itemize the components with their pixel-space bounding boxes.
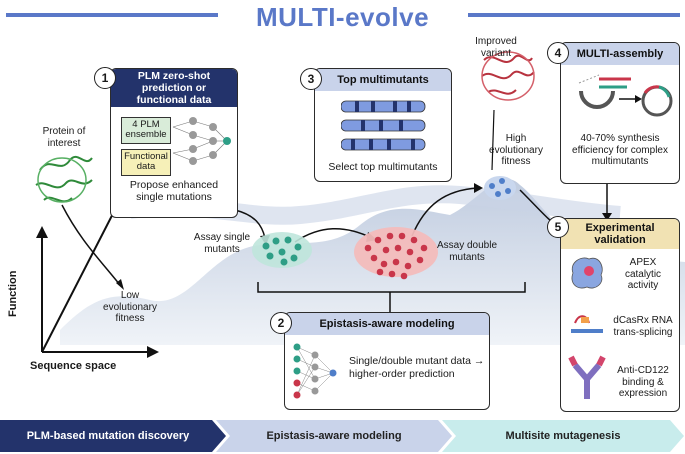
- step1-caption: Propose enhanced single mutations: [129, 179, 219, 204]
- multimutant-sequences-icon: [341, 100, 426, 151]
- assay-double-label: Assay double mutants: [436, 240, 498, 263]
- x-axis-label: Sequence space: [30, 360, 117, 372]
- step2-caption: Single/double mutant data → higher-order…: [349, 355, 485, 381]
- banner-segment-2: [216, 420, 452, 452]
- y-axis-label: Function: [7, 270, 19, 317]
- apex-enzyme-icon: [571, 257, 603, 289]
- step3-title: Top multimutants: [315, 69, 451, 91]
- epistasis-network-icon: [293, 343, 337, 399]
- page-title: MULTI-evolve: [255, 2, 430, 32]
- bottom-banner: [0, 420, 684, 452]
- double-mutant-dots: [364, 232, 428, 280]
- step3-panel: Top multimutants Select top multimutants: [314, 68, 452, 182]
- step1-title: PLM zero-shot prediction or functional d…: [111, 69, 237, 107]
- improved-variant-structure-icon: [481, 51, 535, 101]
- step5-title: Experimental validation: [561, 219, 679, 249]
- validation-item-apex: APEX catalytic activity: [624, 257, 662, 291]
- z-axis: [41, 195, 123, 353]
- step3-caption: Select top multimutants: [328, 161, 438, 173]
- banner-segment-1: [0, 420, 226, 452]
- plm-ensemble-box: 4 PLM ensemble: [121, 117, 171, 144]
- title-bar-right: [468, 13, 680, 17]
- arrow-double-to-top: [411, 187, 479, 237]
- step5-panel: Experimental validation APEX catalytic a…: [560, 218, 680, 412]
- step5-badge: 5: [547, 216, 569, 238]
- low-fitness-label: Low evolutionary fitness: [103, 290, 157, 324]
- step3-badge: 3: [300, 68, 322, 90]
- validation-icons: [568, 257, 606, 399]
- top-multimutant-dots: [489, 178, 511, 197]
- banner-segment-3: [442, 420, 684, 452]
- step2-badge: 2: [270, 312, 292, 334]
- banner-label-1: PLM-based mutation discovery: [26, 430, 190, 442]
- step4-title: MULTI-assembly: [561, 43, 679, 65]
- step4-badge: 4: [547, 42, 569, 64]
- validation-item-dcasrx: dCasRx RNA trans-splicing: [613, 315, 673, 338]
- step4-caption: 40-70% synthesis efficiency for complex …: [572, 133, 668, 167]
- step4-panel: MULTI-assembly 40-70% synthesis efficien…: [560, 42, 680, 184]
- step1-badge: 1: [94, 67, 116, 89]
- single-mutant-dots: [262, 236, 302, 266]
- protein-of-interest-label: Protein of interest: [42, 126, 86, 149]
- step1-panel: PLM zero-shot prediction or functional d…: [110, 68, 238, 218]
- rna-splicing-icon: [571, 315, 603, 333]
- validation-item-anti-cd122: Anti-CD122 binding & expression: [617, 365, 669, 399]
- title-bar-left: [6, 13, 218, 17]
- banner-label-2: Epistasis-aware modeling: [266, 430, 402, 442]
- x-axis-arrow: [147, 346, 159, 358]
- double-mutant-cluster: [354, 227, 438, 277]
- step2-panel: Epistasis-aware modeling Single/double m…: [284, 312, 490, 410]
- banner-label-3: Multisite mutagenesis: [505, 430, 621, 442]
- arrow-to-low-fitness: [61, 204, 121, 286]
- antibody-icon: [568, 355, 606, 399]
- assembly-plasmid-icon: [578, 74, 673, 117]
- arrow-panel1-to-single: [234, 209, 266, 239]
- functional-data-box: Functional data: [121, 149, 171, 176]
- protein-structure-icon: [35, 155, 93, 203]
- step2-title: Epistasis-aware modeling: [285, 313, 489, 335]
- improved-variant-label: Improved variant: [475, 36, 517, 59]
- y-axis-arrow: [36, 226, 48, 238]
- neural-network-icon: [172, 117, 231, 165]
- high-fitness-label: High evolutionary fitness: [489, 133, 543, 167]
- assay-single-label: Assay single mutants: [193, 232, 251, 255]
- bracket-to-model: [257, 282, 526, 293]
